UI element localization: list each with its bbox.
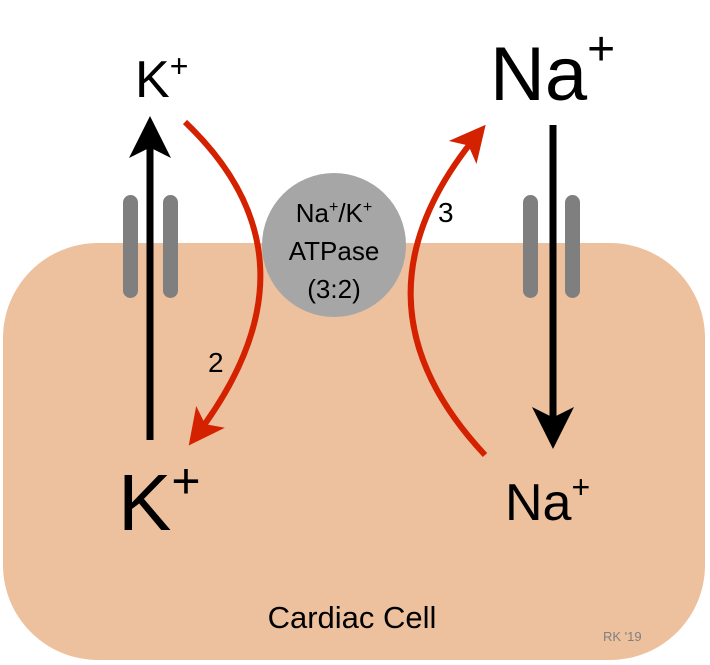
na-k-atpase-pump (262, 173, 406, 317)
k-inside-label: K+ (118, 453, 201, 547)
k-outside-label: K+ (135, 48, 188, 109)
na-channel (523, 195, 580, 298)
pump-label-line1: Na+/K+ (296, 198, 373, 228)
cardiac-cell (3, 243, 705, 660)
k-stoichiometry: 2 (208, 347, 224, 378)
na-outside-label: Na+ (490, 23, 615, 117)
cell-label: Cardiac Cell (268, 600, 437, 635)
k-pump-arrow (182, 119, 264, 446)
credit: RK '19 (603, 629, 642, 644)
na-stoichiometry: 3 (438, 197, 454, 228)
k-channel (123, 195, 178, 298)
pump-label-line3: (3:2) (307, 274, 360, 304)
pump-label-line2: ATPase (289, 236, 380, 266)
na-inside-label: Na+ (505, 469, 590, 532)
na-pump-arrow (407, 124, 488, 458)
